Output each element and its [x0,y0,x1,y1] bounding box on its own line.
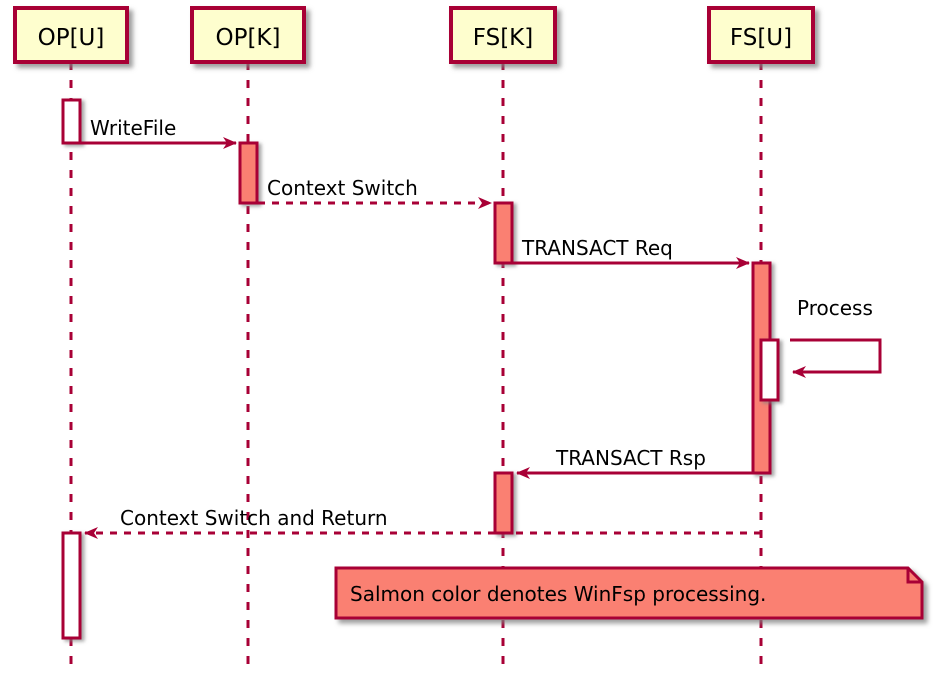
message-label-process: Process [797,296,873,320]
activation-bar-fsk-1[interactable] [493,201,514,265]
participant-fsu[interactable]: FS[U] [707,6,815,64]
note-text: Salmon color denotes WinFsp processing. [350,582,766,606]
participant-label-fsk: FS[K] [473,25,533,51]
participant-opk[interactable]: OP[K] [190,6,306,64]
participant-box-opu [13,6,129,64]
note-salmon-legend[interactable]: Salmon color denotes WinFsp processing. [334,566,924,620]
participant-box-opk [190,6,306,64]
participant-label-opk: OP[K] [215,25,280,51]
note-fold-corner-icon [906,568,922,584]
activation-bar-opk-1[interactable] [238,141,259,205]
activation-bars-group [61,98,780,640]
message-label-writefile: WriteFile [90,116,176,140]
message-transact-rsp[interactable]: TRANSACT Rsp [516,446,753,479]
message-arrow-process [790,338,882,378]
message-label-transact-req: TRANSACT Req [521,236,673,260]
message-context-switch[interactable]: Context Switch [258,176,492,209]
note-body [334,566,924,620]
participant-fsk[interactable]: FS[K] [449,6,557,64]
message-label-context-switch-and-return: Context Switch and Return [120,506,388,530]
participant-box-fsu [707,6,815,64]
participant-label-fsu: FS[U] [730,25,792,51]
message-transact-req[interactable]: TRANSACT Req [513,236,750,269]
activation-bar-fsu-2-nested[interactable] [759,338,780,402]
participant-label-opu: OP[U] [38,25,105,51]
message-writefile[interactable]: WriteFile [80,116,237,149]
participant-opu[interactable]: OP[U] [13,6,129,64]
message-process-self-call[interactable]: Process [790,296,882,378]
message-label-context-switch: Context Switch [267,176,418,200]
activation-bar-opu-2[interactable] [61,531,82,640]
participant-box-fsk [449,6,557,64]
activation-bar-fsk-2[interactable] [493,471,514,535]
activation-bar-opu-1[interactable] [61,98,82,145]
message-context-switch-and-return[interactable]: Context Switch and Return [84,506,761,539]
message-label-transact-rsp: TRANSACT Rsp [555,446,706,470]
